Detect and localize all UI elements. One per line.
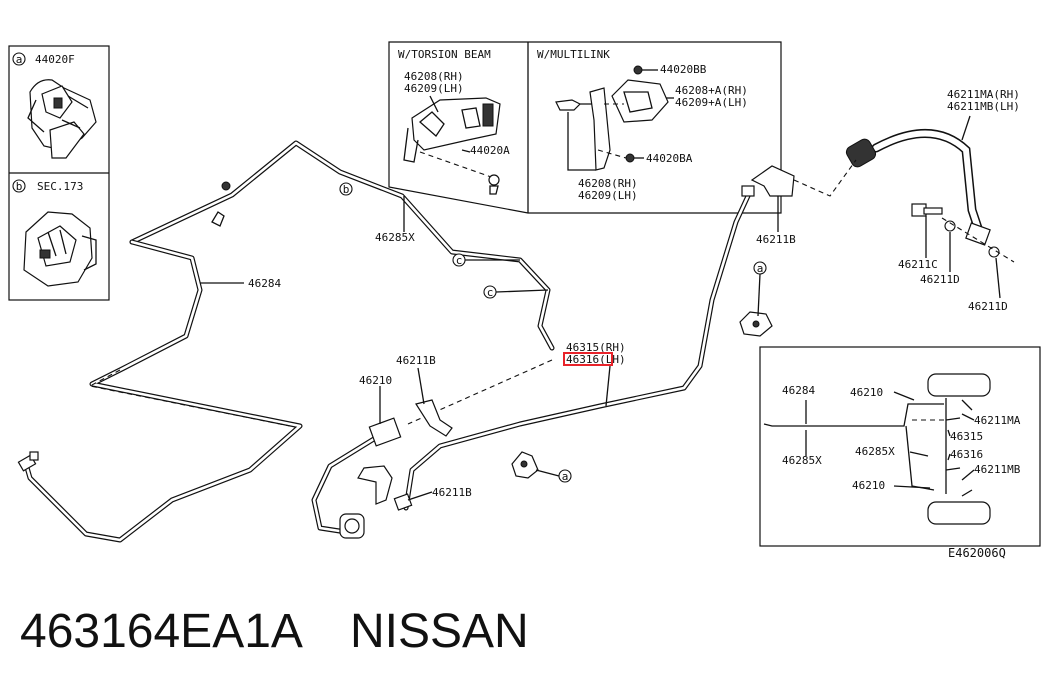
label-46315: 46315(RH): [566, 341, 626, 354]
hose-46211ma: [845, 129, 991, 246]
label-46211b-b: 46211B: [432, 486, 472, 499]
inset-label-46210-top: 46210: [850, 386, 883, 399]
label-46211c: 46211C: [898, 258, 938, 271]
pipe-46316: [403, 193, 751, 511]
left-inset-panel: a 44020F b SEC.173: [8, 45, 110, 301]
torsion-44020a-label: 44020A: [470, 144, 510, 157]
multilink-44020ba-label: 44020BA: [646, 152, 693, 165]
marker-a-1: a: [757, 262, 764, 275]
torsion-bracket-drawing: [403, 97, 501, 195]
inset-a-part-number: 44020F: [35, 53, 75, 66]
inset-label-46211ma: 46211MA: [974, 414, 1021, 427]
inset-label-46315: 46315: [950, 430, 983, 443]
marker-b: b: [343, 183, 350, 196]
clip-sec173-drawing: [23, 211, 97, 287]
inset-a-marker: a: [16, 53, 23, 66]
hose-46210: [339, 417, 402, 539]
label-46211ma: 46211MA(RH): [947, 88, 1020, 101]
marker-b-circle: [339, 182, 353, 196]
pipe-46315: [311, 431, 385, 535]
bracket-46211b-left: [415, 399, 453, 437]
label-46211b-a: 46211B: [396, 354, 436, 367]
multilink-46208a-label: 46208+A(RH): [675, 84, 748, 97]
inset-wheel-bottom: [927, 501, 991, 525]
torsion-46208-label: 46208(RH): [404, 70, 464, 83]
inset-label-46285x-left: 46285X: [782, 454, 822, 467]
clip-a-lower: [511, 451, 539, 479]
label-46210: 46210: [359, 374, 392, 387]
clip-a-upper: [739, 311, 773, 337]
torsion-46209-label: 46209(LH): [404, 82, 464, 95]
label-46284: 46284: [248, 277, 281, 290]
inset-label-46284: 46284: [782, 384, 815, 397]
torsion-beam-title: W/TORSION BEAM: [398, 48, 491, 61]
inset-label-46211mb: 46211MB: [974, 463, 1021, 476]
clip-44020f-drawing: [27, 79, 97, 159]
inset-label-46316: 46316: [950, 448, 983, 461]
label-46211b-c: 46211B: [756, 233, 796, 246]
multilink-46208-label: 46208(RH): [578, 177, 638, 190]
inset-b-section: SEC.173: [37, 180, 83, 193]
multilink-46209a-label: 46209+A(LH): [675, 96, 748, 109]
marker-c-2: c: [487, 286, 494, 299]
caption-part-number: 463164EA1A: [20, 605, 303, 658]
inset-b-marker: b: [16, 180, 23, 193]
bracket-46211b-bottom: [357, 465, 413, 511]
multilink-title: W/MULTILINK: [537, 48, 610, 61]
inset-label-46285x-mid: 46285X: [855, 445, 895, 458]
label-46211mb: 46211MB(LH): [947, 100, 1020, 113]
bottom-inset-panel: 46284 46285X 46210 46285X 46210 46211MA …: [759, 346, 1041, 547]
diagram-code: E462006Q: [948, 546, 1006, 560]
inset-label-46210-bottom: 46210: [852, 479, 885, 492]
caption-brand: NISSAN: [350, 605, 529, 658]
marker-c-1: c: [456, 254, 463, 267]
left-pipe-fitting: [17, 451, 39, 472]
highlight-46316: [563, 352, 613, 366]
marker-a-2: a: [562, 470, 569, 483]
pipe-46284-hidden: [88, 369, 291, 427]
multilink-46209-label: 46209(LH): [578, 189, 638, 202]
bolt-46211c: [911, 203, 1015, 263]
multilink-44020bb-label: 44020BB: [660, 63, 707, 76]
top-inset-panel: W/TORSION BEAM W/MULTILINK 46208(RH) 462…: [388, 41, 782, 214]
label-46211d-a: 46211D: [920, 273, 960, 286]
pipe-clip-upper: [211, 181, 231, 227]
bracket-46211b-top: [741, 165, 795, 197]
pipe-46284: [23, 239, 303, 543]
inset-pipe-routing: [763, 398, 973, 497]
pipe-46285x: [129, 140, 555, 351]
label-46316: 46316(LH): [566, 353, 626, 366]
inset-wheel-top: [927, 373, 991, 397]
label-46285x: 46285X: [375, 231, 415, 244]
hose-hidden-line: [793, 159, 857, 197]
label-46211d-b: 46211D: [968, 300, 1008, 313]
multilink-bracket-drawing: [555, 65, 669, 171]
leader-lines: [200, 115, 1001, 501]
